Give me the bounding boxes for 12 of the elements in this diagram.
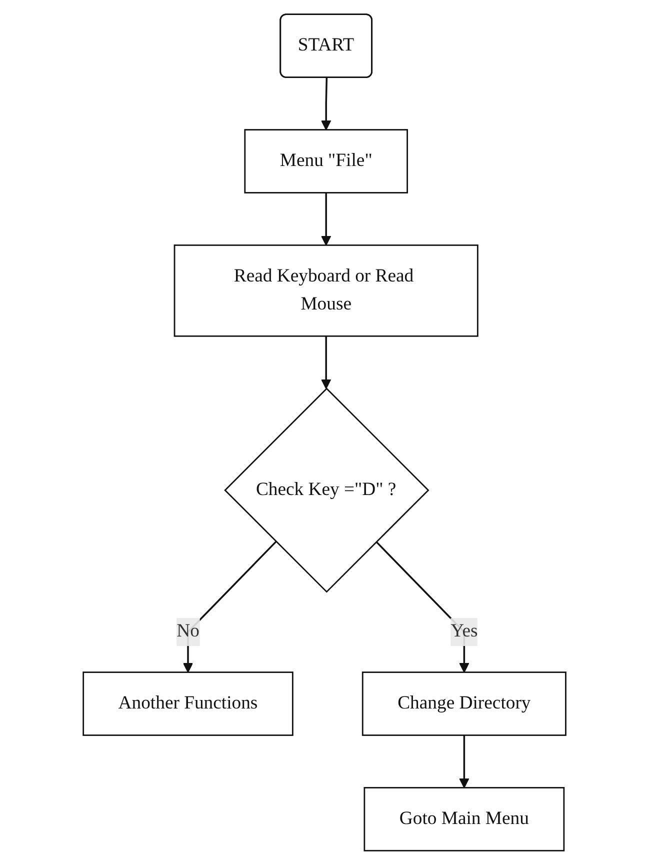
- arrow: [321, 78, 332, 130]
- node-box: Another Functions: [83, 672, 294, 736]
- arrow: [321, 192, 332, 246]
- node-box: Menu "File": [244, 129, 408, 194]
- edge-label: Yes: [451, 622, 478, 642]
- node-box: Change Directory: [362, 672, 567, 736]
- arrow: [460, 735, 470, 788]
- node-box: Goto Main Menu: [364, 787, 566, 852]
- node-diamond: Check Key ="D" ?: [224, 388, 430, 593]
- node-box: Read Keyboard or Read Mouse: [174, 244, 479, 337]
- arrow: [321, 336, 332, 390]
- edge-label: No: [177, 622, 200, 642]
